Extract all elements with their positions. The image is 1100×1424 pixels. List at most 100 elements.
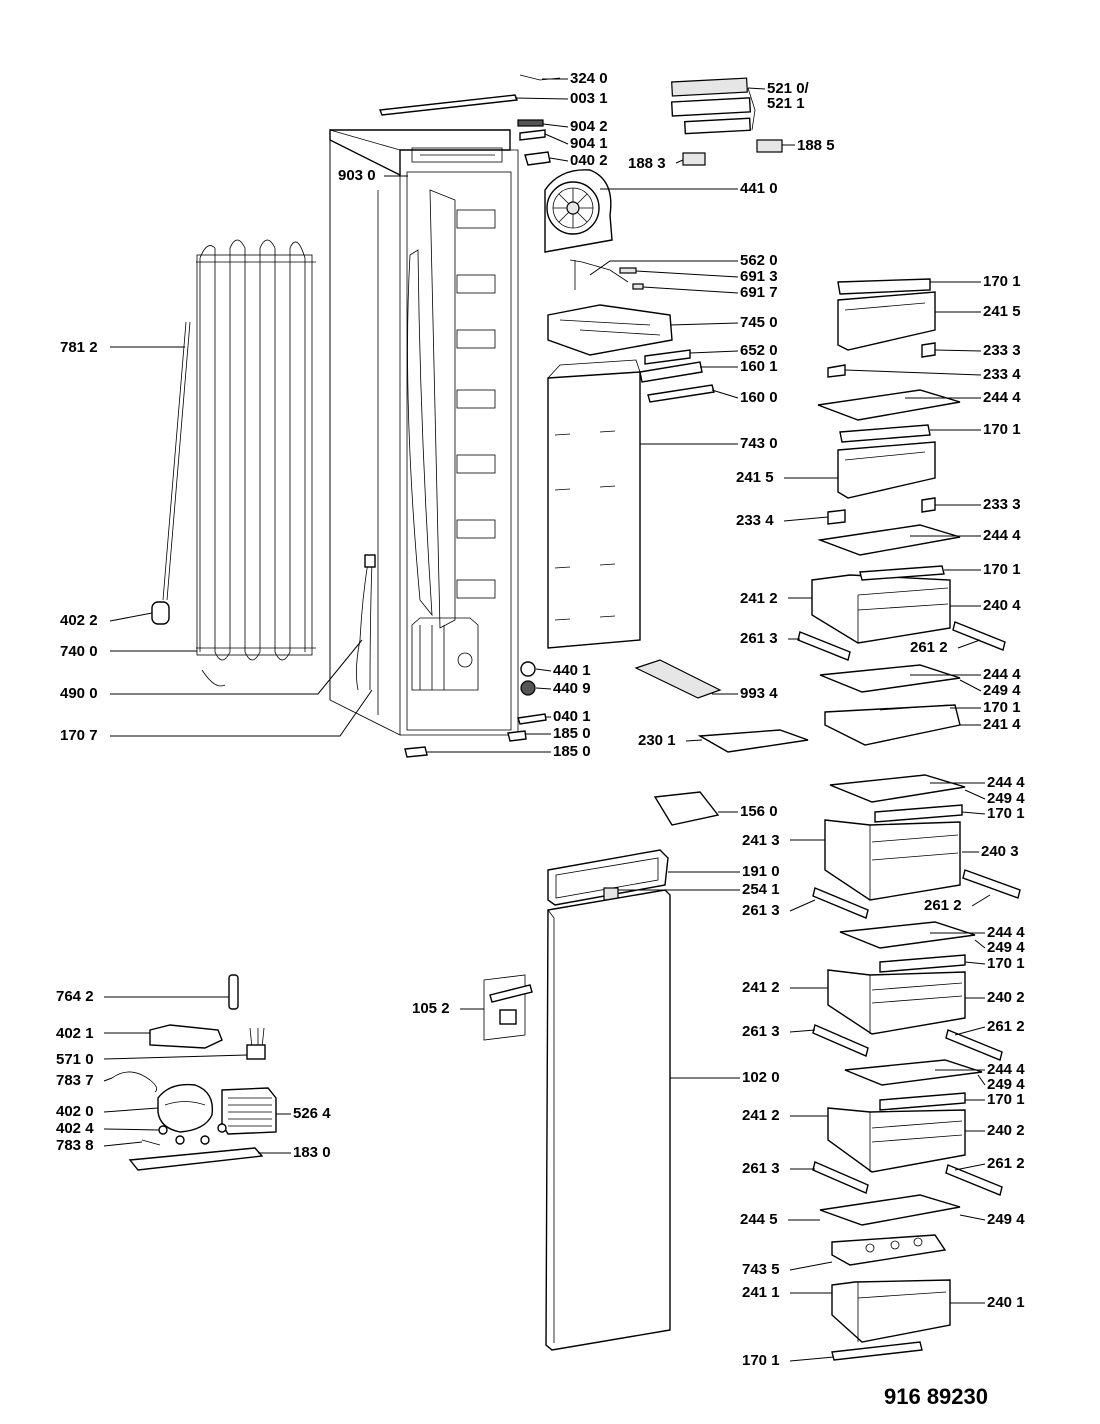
door-gasket-191-0 — [547, 849, 669, 906]
part-label-p2494b: 249 4 — [987, 790, 1025, 807]
part-label-p0402: 040 2 — [570, 152, 608, 169]
drawer-upper-2 — [817, 424, 961, 556]
leader-line-p4022 — [109, 612, 153, 622]
part-label-p7450: 745 0 — [740, 314, 778, 331]
part-904-1 — [519, 129, 546, 141]
part-label-p4410: 441 0 — [740, 180, 778, 197]
part-label-p2301: 230 1 — [638, 732, 676, 749]
compartment-ducts — [411, 617, 479, 691]
part-label-p2334b: 233 4 — [736, 512, 774, 529]
power-cord — [356, 554, 376, 691]
leader-line-p6520 — [689, 350, 739, 354]
cabinet-shelf-supports — [456, 209, 496, 599]
part-label-p1701b: 170 1 — [983, 421, 1021, 438]
leader-line-p2494e — [959, 1214, 986, 1221]
part-label-p2411: 241 1 — [742, 1284, 780, 1301]
leader-line-p1701f — [964, 961, 986, 965]
leader-line-p2494a — [959, 679, 982, 692]
part-label-p2444a: 244 4 — [983, 389, 1021, 406]
cover-slot-3 — [554, 615, 616, 621]
leader-line-p9041 — [544, 133, 569, 145]
part-label-p2613b: 261 3 — [742, 902, 780, 919]
pipe-783-7 — [111, 1071, 158, 1093]
heater-tube — [151, 321, 191, 625]
condenser-coil — [196, 239, 316, 687]
leader-line-p6917 — [642, 286, 739, 294]
part-label-p4020: 402 0 — [56, 1103, 94, 1120]
part-label-p1701d: 170 1 — [983, 699, 1021, 716]
part-label-p2412a: 241 2 — [740, 590, 778, 607]
leader-line-p9042 — [542, 123, 569, 128]
part-label-p2334a: 233 4 — [983, 366, 1021, 383]
part-label-p0031: 003 1 — [570, 90, 608, 107]
drawer-241-4 — [819, 664, 961, 746]
part-label-p2444c: 244 4 — [983, 666, 1021, 683]
leader-line-p4401 — [535, 668, 552, 672]
part-440-1 — [520, 661, 536, 677]
part-label-p1701f: 170 1 — [987, 955, 1025, 972]
part-label-p2494a: 249 4 — [983, 682, 1021, 699]
leader-line-p0031 — [514, 97, 569, 100]
part-label-p2494c: 249 4 — [987, 939, 1025, 956]
part-label-p9042: 904 2 — [570, 118, 608, 135]
part-label-p4900: 490 0 — [60, 685, 98, 702]
part-label-p2444b: 244 4 — [983, 527, 1021, 544]
part-label-p9934: 993 4 — [740, 685, 778, 702]
part-label-p2402b: 240 2 — [987, 1122, 1025, 1139]
part-label-p7837: 783 7 — [56, 1072, 94, 1089]
drawer-240-2a — [812, 921, 1003, 1061]
leader-line-p6913 — [635, 270, 739, 278]
part-label-p5211: 521 1 — [767, 95, 805, 112]
part-label-p6917: 691 7 — [740, 284, 778, 301]
part-label-p4409: 440 9 — [553, 680, 591, 697]
shelf-support-3 — [456, 389, 496, 409]
part-label-p1701e: 170 1 — [987, 805, 1025, 822]
part-label-p2445: 244 5 — [740, 1211, 778, 1228]
top-rail — [379, 94, 518, 116]
part-label-p5264: 526 4 — [293, 1105, 331, 1122]
part-label-p2494d: 249 4 — [987, 1076, 1025, 1093]
leader-line-p7837 — [103, 1077, 113, 1082]
part-label-p2541: 254 1 — [742, 881, 780, 898]
shelf-support-5 — [456, 519, 496, 539]
part-label-p2612b: 261 2 — [924, 897, 962, 914]
part-label-p7838: 783 8 — [56, 1137, 94, 1154]
door-panel-102-0 — [545, 889, 671, 1351]
leader-line-p1701e — [961, 811, 986, 815]
drawer-upper-1 — [817, 278, 961, 421]
leader-line-p5620 — [589, 260, 738, 276]
part-label-p2613c: 261 3 — [742, 1023, 780, 1040]
part-label-p2404: 240 4 — [983, 597, 1021, 614]
part-label-p2333a: 233 3 — [983, 342, 1021, 359]
part-label-p2412b: 241 2 — [742, 979, 780, 996]
part-label-p1850a: 185 0 — [553, 725, 591, 742]
part-label-p2402a: 240 2 — [987, 989, 1025, 1006]
part-440-9 — [520, 680, 536, 696]
part-label-p1910: 191 0 — [742, 863, 780, 880]
part-040-2 — [524, 151, 551, 166]
part-904-2 — [517, 119, 544, 127]
part-label-p2401: 240 1 — [987, 1294, 1025, 1311]
part-label-p7435: 743 5 — [742, 1261, 780, 1278]
relay-571-0 — [246, 1027, 266, 1060]
part-label-p5210: 521 0/ — [767, 80, 810, 97]
part-label-p4401: 440 1 — [553, 662, 591, 679]
shelf-support-2 — [456, 329, 496, 349]
leader-line-p2494c — [974, 939, 986, 949]
leader-line-p2301 — [685, 739, 703, 742]
part-label-p2403: 240 3 — [981, 843, 1019, 860]
part-label-p1020: 102 0 — [742, 1069, 780, 1086]
part-label-p2444e: 244 4 — [987, 924, 1025, 941]
leader-line-p2334a — [844, 369, 982, 376]
part-label-p1701c: 170 1 — [983, 561, 1021, 578]
drawer-240-4 — [797, 565, 1006, 661]
part-label-p2444d: 244 4 — [987, 774, 1025, 791]
base-plate-183-0 — [128, 1147, 264, 1171]
cabinet-body — [329, 129, 519, 736]
leader-line-p4024 — [103, 1128, 160, 1131]
leader-line-p1707 — [110, 689, 373, 737]
leader-line-p2334b — [783, 516, 829, 522]
leader-lines — [103, 78, 991, 1362]
part-label-p0401: 040 1 — [553, 708, 591, 725]
